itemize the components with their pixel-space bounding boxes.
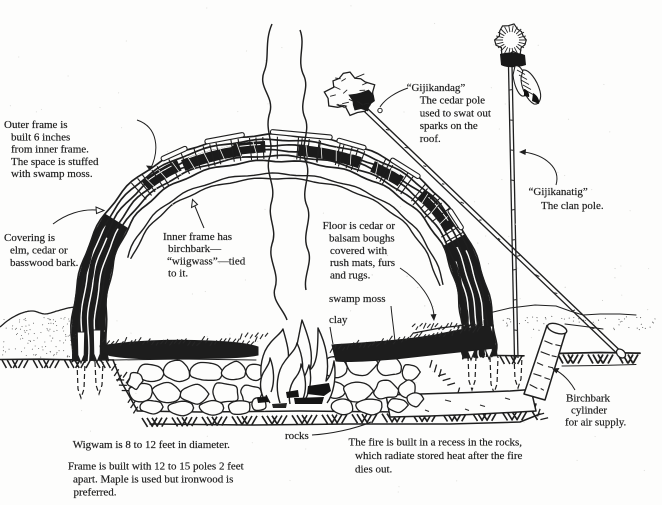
svg-text:The space is stuffed: The space is stuffed	[11, 156, 99, 168]
svg-text:“Gijikandag”: “Gijikandag”	[407, 82, 466, 94]
svg-text:balsam boughs: balsam boughs	[329, 232, 395, 244]
svg-text:apart. Maple is used but ironw: apart. Maple is used but ironwood is	[73, 474, 233, 486]
svg-text:Frame is built with 12 to 15 p: Frame is built with 12 to 15 poles 2 fee…	[68, 461, 244, 473]
svg-text:Wigwam is 8 to 12 feet in diam: Wigwam is 8 to 12 feet in diameter.	[73, 439, 230, 451]
svg-text:rocks: rocks	[285, 430, 309, 442]
svg-text:clay: clay	[329, 314, 348, 326]
svg-text:cylinder: cylinder	[571, 405, 607, 417]
svg-text:“wiigwass”—tied: “wiigwass”—tied	[167, 255, 246, 267]
svg-text:roof.: roof.	[420, 133, 441, 145]
svg-text:sparks on the: sparks on the	[420, 120, 478, 132]
svg-text:The fire is built in a recess: The fire is built in a recess in the roc…	[349, 437, 523, 449]
svg-text:with swamp moss.: with swamp moss.	[11, 168, 93, 180]
svg-text:Floor is cedar or: Floor is cedar or	[323, 220, 396, 232]
svg-text:The clan pole.: The clan pole.	[541, 200, 604, 212]
svg-text:for air supply.: for air supply.	[565, 417, 627, 429]
svg-text:and rugs.: and rugs.	[330, 270, 371, 282]
svg-text:to it.: to it.	[168, 268, 188, 280]
svg-text:Covering is: Covering is	[4, 232, 55, 244]
svg-text:preferred.: preferred.	[74, 486, 117, 498]
svg-text:built 6 inches: built 6 inches	[11, 131, 70, 143]
svg-text:which radiate stored heat afte: which radiate stored heat after the fire	[355, 450, 522, 462]
svg-text:rush mats, furs: rush mats, furs	[330, 257, 395, 269]
svg-text:Birchbark: Birchbark	[566, 393, 610, 405]
svg-text:swamp moss: swamp moss	[329, 293, 386, 305]
svg-text:birchbark—: birchbark—	[168, 243, 222, 255]
svg-text:from inner frame.: from inner frame.	[11, 144, 89, 156]
svg-text:“Gijikanatig”: “Gijikanatig”	[529, 186, 588, 198]
svg-text:Outer frame is: Outer frame is	[4, 119, 68, 131]
svg-text:dies out.: dies out.	[355, 464, 393, 476]
svg-text:elm, cedar or: elm, cedar or	[10, 245, 68, 257]
svg-text:The cedar pole: The cedar pole	[420, 95, 485, 107]
svg-text:used to swat out: used to swat out	[420, 107, 491, 119]
svg-text:Inner frame has: Inner frame has	[163, 231, 232, 243]
svg-text:basswood bark.: basswood bark.	[10, 257, 79, 269]
svg-text:covered with: covered with	[330, 245, 388, 257]
